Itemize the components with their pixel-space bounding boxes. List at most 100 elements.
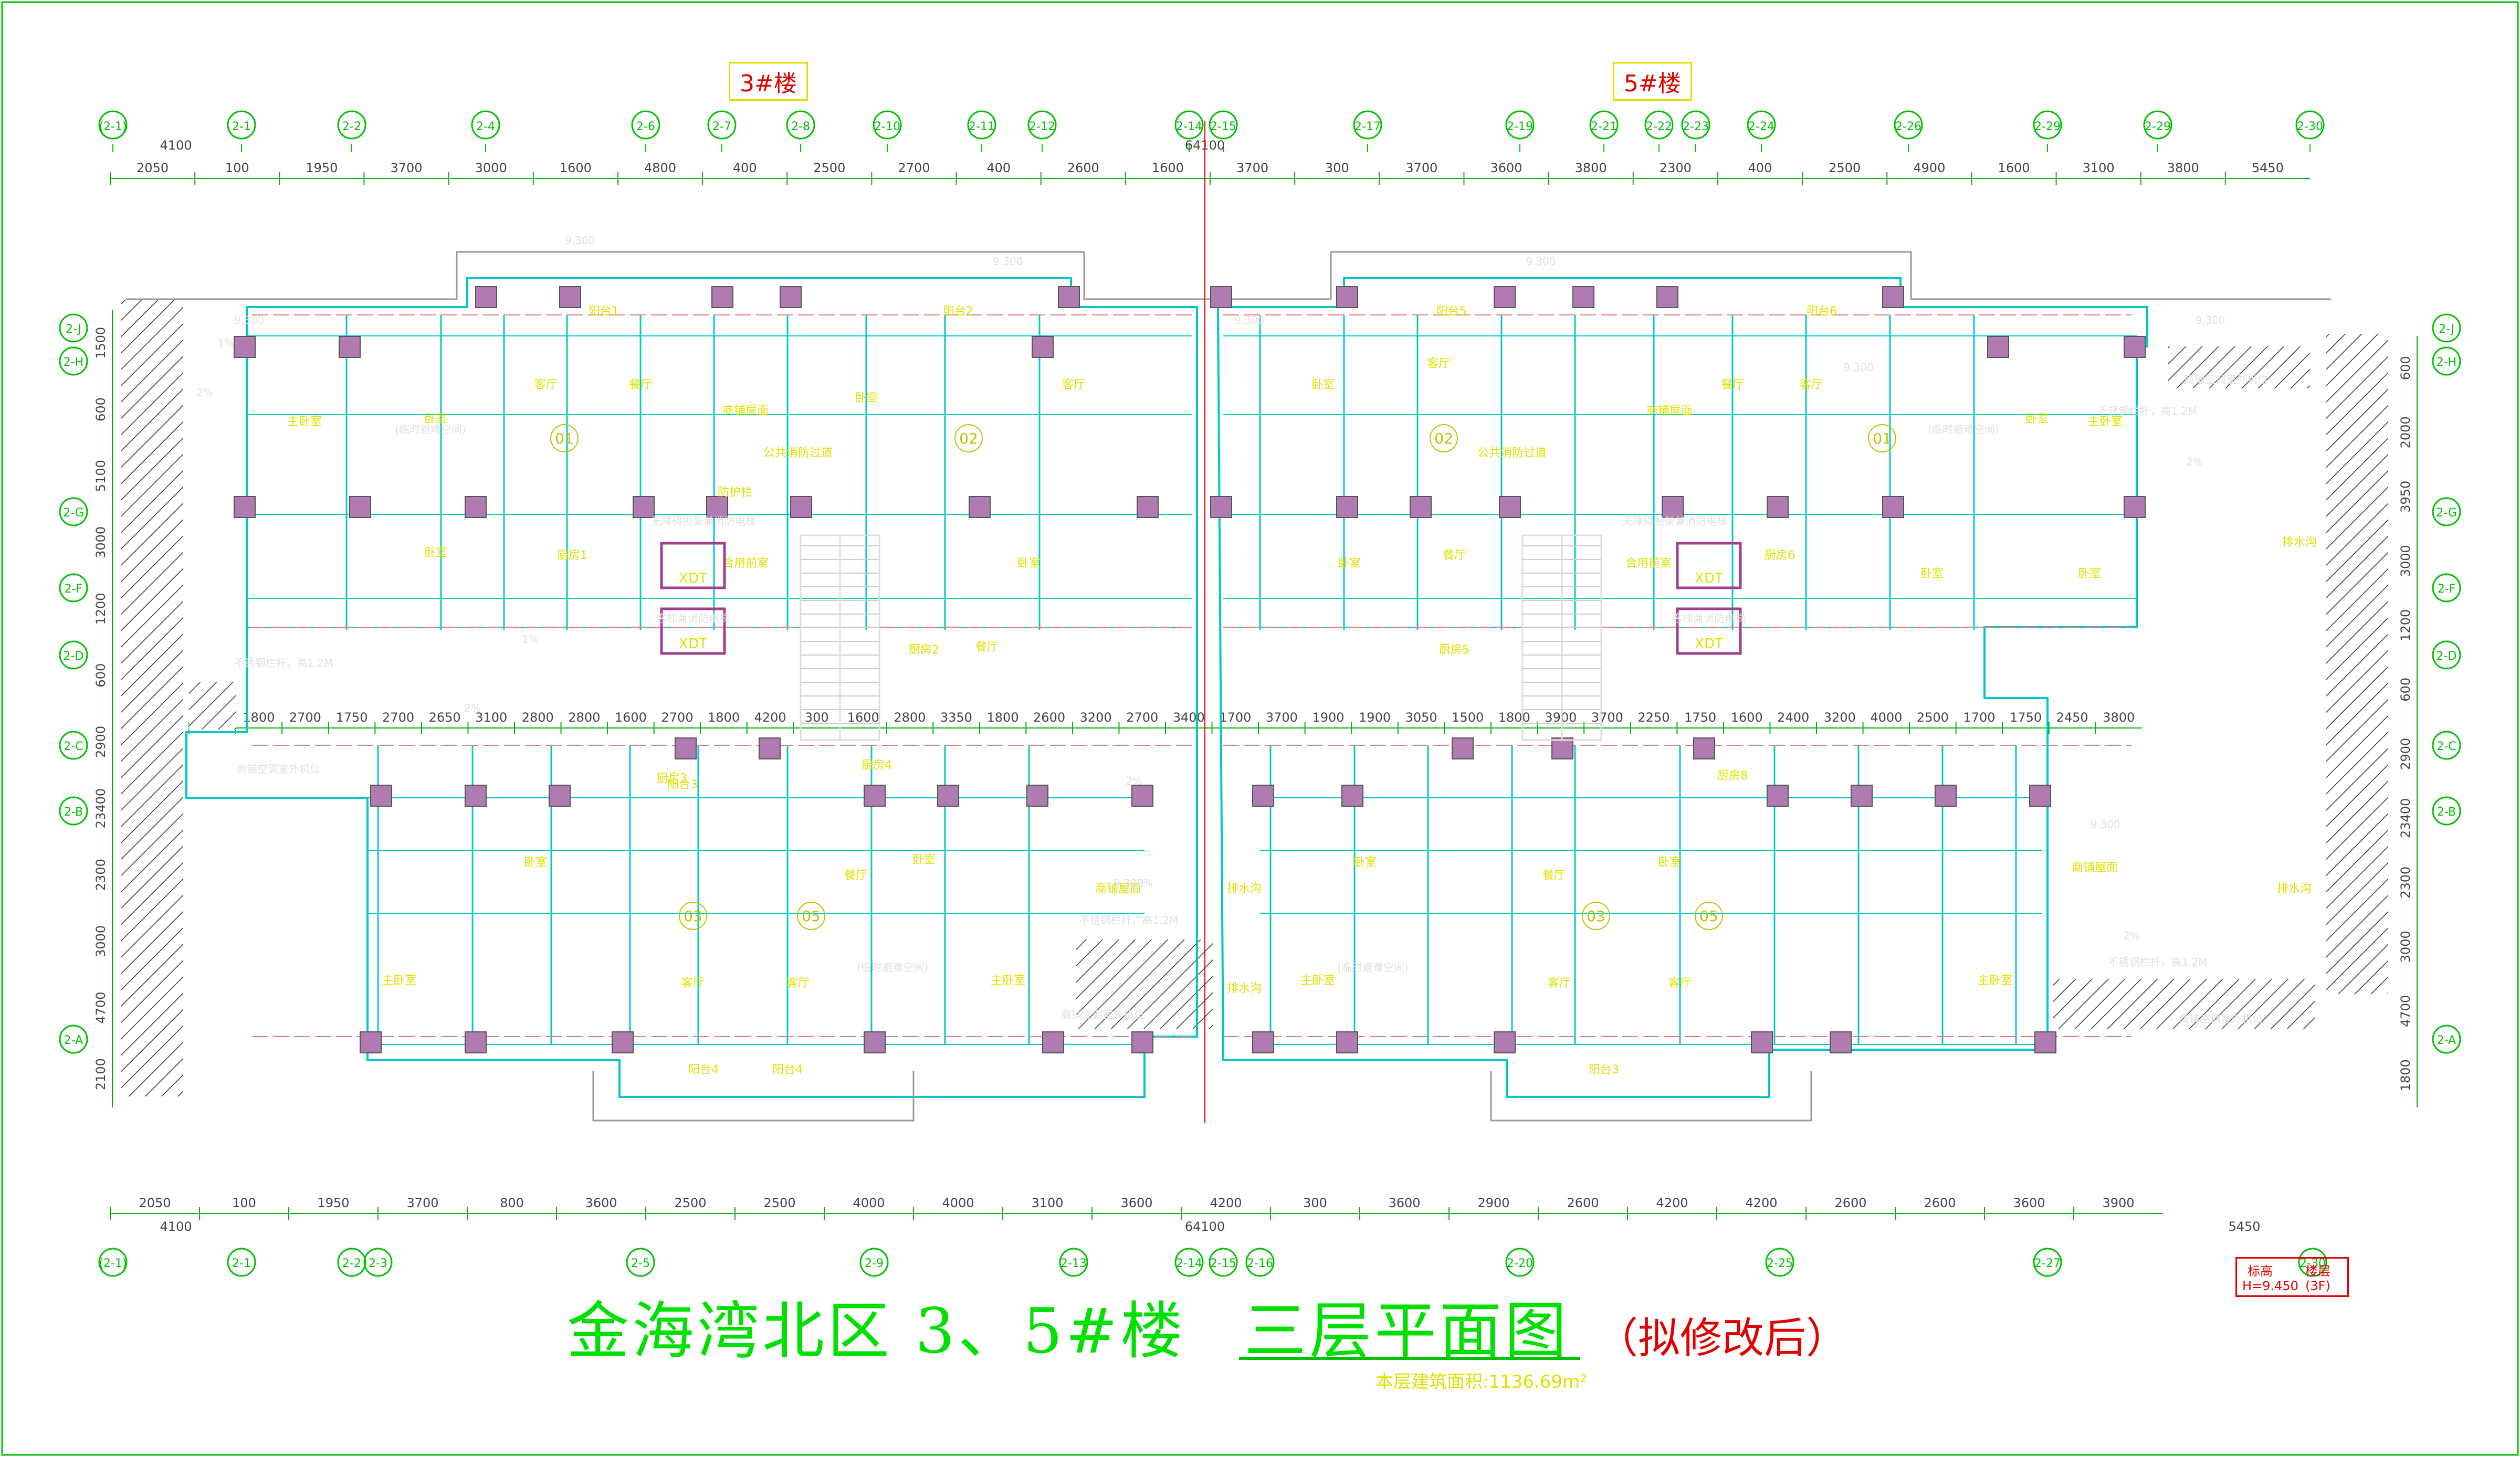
unit-number-circle [550,424,579,452]
column [1494,286,1516,308]
bottom-dim-value: 2600 [1924,1196,1956,1210]
room-label: 排水沟 [1227,982,1262,995]
top-axis-label: 2-6 [636,120,655,133]
room-label: 客厅 [1062,378,1085,392]
top-dim-value: 2050 [136,161,169,175]
left-axis-label: 2-J [66,323,81,336]
right-dim-value: 2000 [2398,416,2413,448]
room-label: 主卧室 [287,415,322,428]
top-dim-value: 3600 [1490,161,1522,175]
bottom-axis-label: 2-27 [2034,1257,2061,1270]
top-dim-value: 400 [1748,161,1772,175]
room-label: 卧室 [1920,567,1944,580]
left-dimension-column: 1500600510030001200600290023400230030004… [93,310,113,1107]
legend-value-2: (3F) [2305,1279,2330,1293]
mid-dim-value: 1600 [847,710,879,725]
unit-number: 01 [555,430,574,447]
room-label: 餐厅 [1542,869,1566,882]
elevator-label: XDT [679,571,707,586]
note-text: 9.300 [2195,314,2225,326]
right-dim-value: 2300 [2398,867,2413,899]
unit-number: 05 [802,907,821,925]
right-dim-value: 3000 [2398,931,2413,963]
right-axis-bubbles: 2-J2-H2-G2-F2-D2-C2-B2-A [2432,313,2461,1054]
bottom-axis-bubble [1209,1248,1238,1277]
note-text: 商铺空调室外机位 [2184,373,2268,386]
column [1336,496,1358,518]
column [780,286,802,308]
mid-dim-value: 3900 [1545,710,1577,725]
column [1131,1031,1153,1053]
right-axis-bubble [2432,497,2461,526]
top-axis-bubble [2033,110,2062,140]
room-label: 主卧室 [382,974,416,987]
column [1026,785,1048,807]
left-axis-label: 2-D [64,650,84,663]
note-text: 2% [196,386,213,399]
column [1336,1031,1358,1053]
left-axis-bubble [59,313,88,343]
room-label: 主卧室 [1300,974,1335,987]
column [1851,785,1873,807]
stairwells [800,534,1602,741]
column [2029,785,2051,807]
mid-dim-value: 1600 [1731,710,1763,725]
bottom-dim-value: 4200 [1745,1196,1777,1210]
room-label: 阳台3 [667,778,698,791]
top-dim-value: 3000 [475,161,507,175]
note-text: 不锈钢栏杆，高1.2M [2097,405,2197,417]
bottom-dim-value: 2500 [674,1196,706,1210]
column [1551,737,1573,759]
note-text: (临时避难空间) [857,961,928,974]
unit-number-circle [1582,902,1610,930]
column [1830,1031,1852,1053]
column [360,1031,382,1053]
left-axis-bubble [59,573,88,603]
right-axis-label: 2-G [2436,506,2457,520]
column [1882,496,1904,518]
room-label: 卧室 [2025,413,2049,426]
room-label: 餐厅 [975,641,999,654]
room-label: 阳台5 [1436,305,1467,318]
bottom-axis-label: 2-1 [232,1257,251,1270]
column [234,336,256,358]
column [864,1031,886,1053]
note-text: 9.300 [2090,818,2120,831]
bottom-axis-bubble [1174,1248,1204,1277]
top-axis-bubble [1747,110,1776,140]
top-axis-bubble [967,110,996,140]
mid-dim-value: 1800 [708,710,740,725]
bottom-dim-value: 1950 [317,1196,349,1210]
top-axis-label: 2-15 [1210,120,1236,133]
room-label: 卧室 [1353,856,1377,869]
bottom-axis-bubble [1059,1248,1088,1277]
elevator-shaft [1676,542,1742,589]
top-axis-bubble [2143,110,2172,140]
left-hatched-area [120,299,236,1097]
bottom-dim-value: 3600 [2013,1196,2045,1210]
bottom-dim-value: 2900 [1477,1196,1509,1210]
left-dim-value: 600 [93,397,108,421]
note-text: 9.300 [993,255,1023,268]
top-dim-value: 1600 [1998,161,2030,175]
right-axis-label: 2-B [2437,806,2456,819]
mid-dim-value: 1750 [2010,710,2042,725]
top-axis-bubble [2295,110,2325,140]
drawing-note: （拟修改后） [1596,1314,1848,1363]
room-label: 厨房5 [1439,643,1469,657]
bottom-dim-value: 3700 [406,1196,438,1210]
mid-dim-value: 2500 [1917,710,1949,725]
column [549,785,571,807]
legend-header-2: 楼层 [2305,1264,2330,1279]
column [1210,496,1232,518]
bottom-axis-label: 2-9 [865,1257,884,1270]
top-axis-bubble [1681,110,1710,140]
top-axis-bubble [1894,110,1923,140]
column [759,737,781,759]
room-label: 卧室 [2078,567,2101,580]
top-axis-bubble [1589,110,1619,140]
mid-dim-value: 1800 [986,710,1018,725]
unit-number-circle [1695,902,1723,930]
top-axis-bubble [337,110,366,140]
